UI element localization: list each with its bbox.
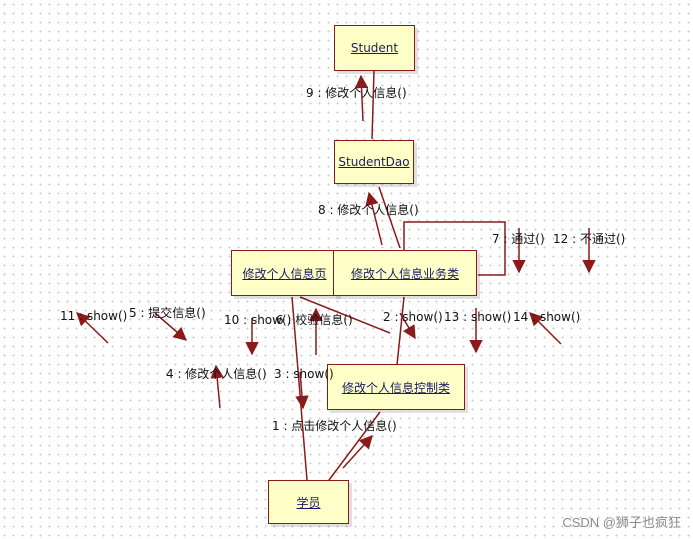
message-2: 2 : show()	[383, 310, 443, 324]
link-page-controller	[299, 296, 391, 334]
object-service-label: 修改个人信息业务类	[350, 266, 459, 281]
link-studentdao-service	[378, 186, 401, 249]
message-6: 6 : 校验信息()	[276, 313, 353, 327]
message-14: 14 : show()	[513, 310, 581, 324]
object-actor[interactable]: 学员	[268, 480, 349, 524]
msg-8-arrow	[365, 191, 383, 246]
msg-14-arrow	[529, 312, 562, 345]
message-13: 13 : show()	[444, 310, 512, 324]
object-page[interactable]: 修改个人信息页	[231, 250, 338, 296]
msg-2-arrow	[399, 312, 416, 340]
watermark: CSDN @狮子也疯狂	[562, 515, 681, 530]
object-controller[interactable]: 修改个人信息控制类	[327, 364, 465, 410]
object-page-label: 修改个人信息页	[242, 266, 327, 281]
link-controller-actor	[325, 411, 381, 485]
message-1: 1 : 点击修改个人信息()	[272, 419, 397, 433]
object-controller-label: 修改个人信息控制类	[341, 380, 450, 395]
message-8: 8 : 修改个人信息()	[318, 203, 419, 217]
msg-1-arrow	[342, 434, 373, 469]
message-5: 5 : 提交信息()	[129, 306, 206, 320]
link-page-actor	[291, 296, 308, 481]
message-11: 11 : show()	[60, 309, 128, 323]
msg-4-arrow	[210, 364, 224, 409]
msg-11-arrow	[76, 312, 109, 344]
message-12: 12 : 不通过()	[553, 232, 626, 246]
service-self-loop	[403, 221, 506, 276]
msg-3-arrow	[295, 371, 309, 410]
object-service[interactable]: 修改个人信息业务类	[333, 250, 477, 296]
message-7: 7 : 通过()	[492, 232, 545, 246]
object-studentdao[interactable]: StudentDao	[334, 140, 414, 184]
message-10: 10 : show()	[224, 313, 292, 327]
link-student-studentdao	[371, 70, 375, 140]
link-service-controller	[396, 296, 405, 366]
msg-9-arrow	[354, 74, 369, 122]
object-student-label: Student	[350, 41, 399, 55]
message-3: 3 : show()	[274, 367, 334, 381]
message-4: 4 : 修改个人信息()	[166, 367, 267, 381]
object-actor-label: 学员	[296, 495, 321, 510]
object-studentdao-label: StudentDao	[338, 155, 410, 169]
message-9: 9 : 修改个人信息()	[306, 86, 407, 100]
object-student[interactable]: Student	[334, 25, 415, 71]
msg-5-arrow	[154, 312, 188, 341]
